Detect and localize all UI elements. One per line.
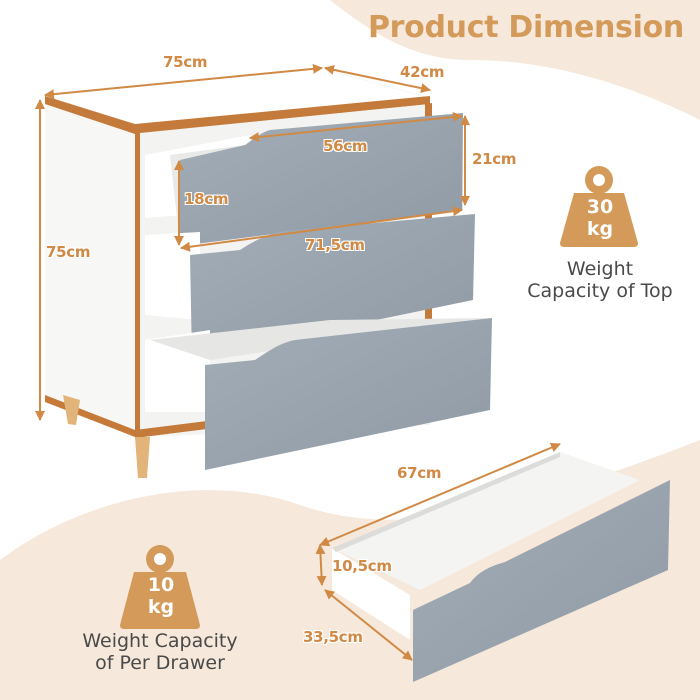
drawer-bottom-width-label: 71,5cm <box>305 236 365 254</box>
drawer-top-width-label: 56cm <box>323 137 368 155</box>
cabinet-height-label: 75cm <box>46 243 91 261</box>
weight-top-value: 30 kg <box>586 196 614 240</box>
drawer-inner-depth-label: 33,5cm <box>303 628 363 646</box>
weight-icon <box>120 545 200 629</box>
loose-drawer-front <box>413 480 670 682</box>
cabinet-leg <box>135 437 150 478</box>
drawer-length-label: 67cm <box>397 464 442 482</box>
cabinet-depth-label: 42cm <box>400 63 445 81</box>
cabinet-leg <box>63 395 80 425</box>
weight-top-caption: Weight Capacity of Top <box>527 258 673 302</box>
weight-drawer-value: 10 kg <box>147 574 175 618</box>
drawer-front-height-label: 21cm <box>472 150 517 168</box>
background-top-wave <box>330 0 700 120</box>
drawer-inner-height-label: 10,5cm <box>332 557 392 575</box>
page-title: Product Dimension <box>368 10 684 45</box>
drawer-front-3 <box>205 318 492 470</box>
cabinet-width-label: 75cm <box>163 53 208 71</box>
cabinet-side-panel <box>45 100 135 430</box>
drawer-side-height-label: 18cm <box>184 190 229 208</box>
weight-icon <box>560 166 638 247</box>
weight-drawer-caption: Weight Capacity of Per Drawer <box>82 630 238 674</box>
